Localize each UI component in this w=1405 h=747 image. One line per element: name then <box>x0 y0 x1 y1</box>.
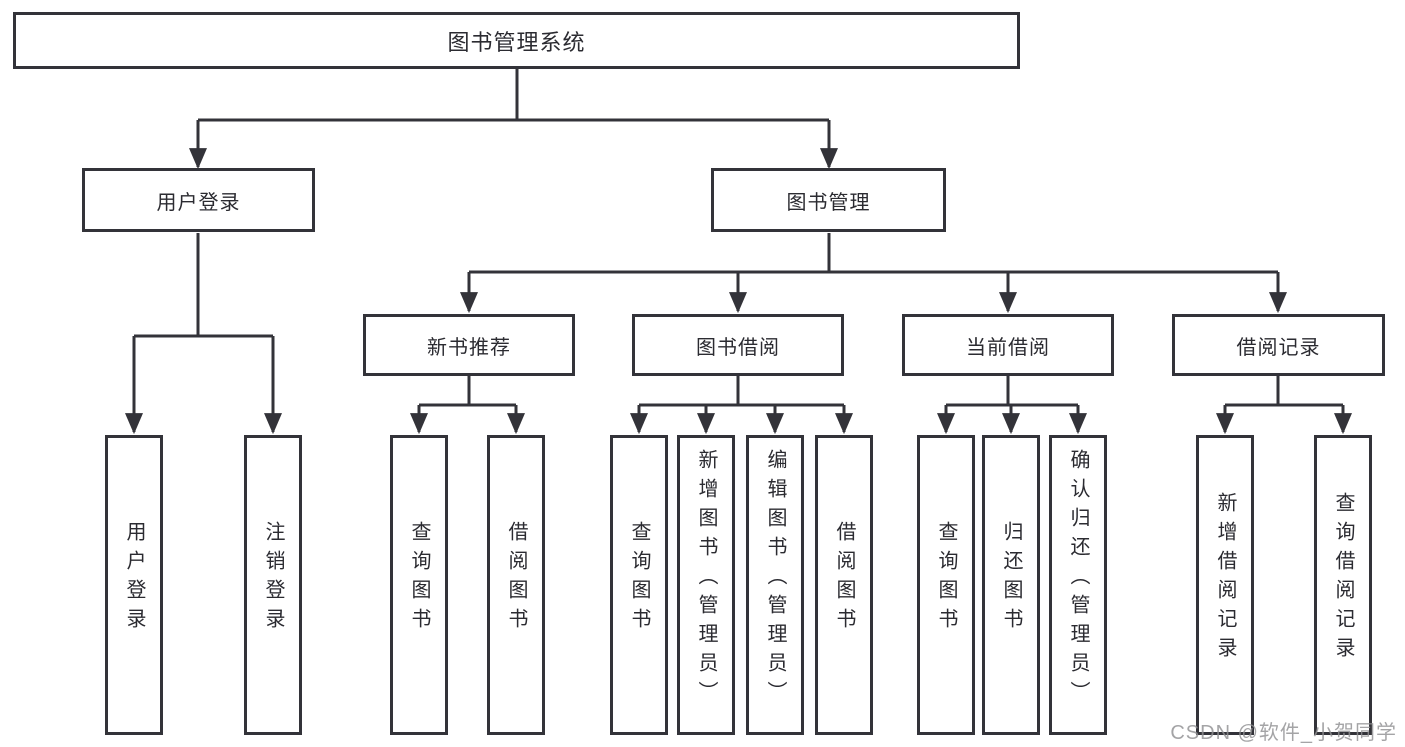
leaf-query-books-borrow: 查询图书 <box>610 435 668 735</box>
node-root: 图书管理系统 <box>13 12 1020 69</box>
leaf-label: 查询图书 <box>628 521 650 637</box>
leaf-label: 编辑图书（管理员） <box>764 448 786 710</box>
leaf-borrow-books: 借阅图书 <box>815 435 873 735</box>
leaf-label: 查询借阅记录 <box>1332 492 1354 666</box>
leaf-confirm-return-admin: 确认归还（管理员） <box>1049 435 1107 735</box>
leaf-label: 用户登录 <box>123 521 145 637</box>
leaf-label: 新增图书（管理员） <box>695 448 717 710</box>
node-borrow-records: 借阅记录 <box>1172 314 1385 376</box>
node-user-login: 用户登录 <box>82 168 315 232</box>
leaf-add-book-admin: 新增图书（管理员） <box>677 435 735 735</box>
leaf-query-borrow-record: 查询借阅记录 <box>1314 435 1372 735</box>
leaf-logout: 注销登录 <box>244 435 302 735</box>
leaf-borrow-books-recommend: 借阅图书 <box>487 435 545 735</box>
node-current-borrow: 当前借阅 <box>902 314 1114 376</box>
node-book-management: 图书管理 <box>711 168 946 232</box>
leaf-label: 注销登录 <box>262 521 284 637</box>
node-book-borrow: 图书借阅 <box>632 314 844 376</box>
leaf-label: 查询图书 <box>408 521 430 637</box>
node-new-book-recommend: 新书推荐 <box>363 314 575 376</box>
leaf-add-borrow-record: 新增借阅记录 <box>1196 435 1254 735</box>
watermark: CSDN @软件_小贺同学 <box>1170 722 1397 744</box>
leaf-label: 归还图书 <box>1000 521 1022 637</box>
leaf-label: 查询图书 <box>935 521 957 637</box>
leaf-label: 新增借阅记录 <box>1214 492 1236 666</box>
leaf-label: 确认归还（管理员） <box>1067 448 1089 710</box>
leaf-query-books-recommend: 查询图书 <box>390 435 448 735</box>
leaf-edit-book-admin: 编辑图书（管理员） <box>746 435 804 735</box>
connector-rails <box>134 69 1343 407</box>
leaf-label: 借阅图书 <box>833 521 855 637</box>
leaf-user-login: 用户登录 <box>105 435 163 735</box>
leaf-query-books-current: 查询图书 <box>917 435 975 735</box>
leaf-return-book: 归还图书 <box>982 435 1040 735</box>
leaf-label: 借阅图书 <box>505 521 527 637</box>
